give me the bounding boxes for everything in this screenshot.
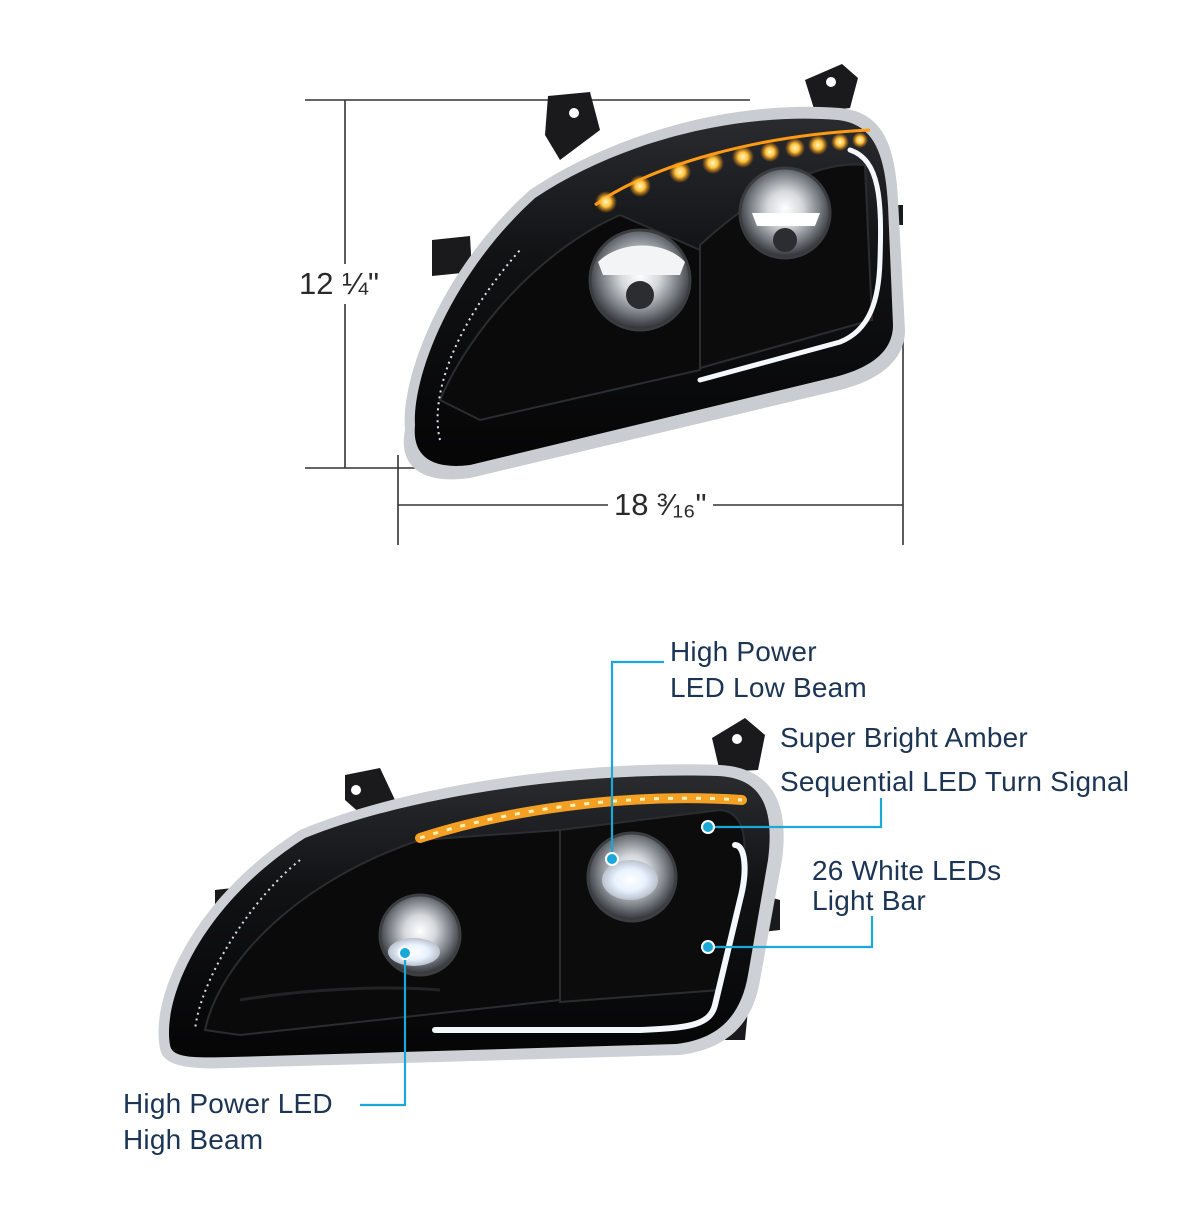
callout-dots [398,820,715,960]
callout-lines [360,660,883,1107]
callout-light-bar: 26 White LEDs Light Bar [812,856,1001,916]
callout-light-bar-line1: 26 White LEDs [812,855,1002,886]
callout-high-beam-line2: High Beam [123,1124,264,1155]
top-amber-leds [595,132,868,213]
callout-high-beam: High Power LED High Beam [123,1086,333,1158]
callout-turn-signal-line2: Sequential LED Turn Signal [780,766,1130,797]
callout-turn-signal-line1: Super Bright Amber [780,722,1028,753]
callout-low-beam-line1: High Power [670,636,817,667]
width-dimension-label: 18 ³⁄₁₆" [608,485,713,525]
callout-low-beam-line2: LED Low Beam [670,672,867,703]
bottom-headlight [158,718,784,1069]
callout-turn-signal: Super Bright Amber Sequential LED Turn S… [780,716,1129,804]
callout-high-beam-line1: High Power LED [123,1088,333,1119]
callout-light-bar-line2: Light Bar [812,885,926,916]
top-headlight [403,64,905,480]
callout-low-beam: High Power LED Low Beam [670,634,867,706]
height-dimension-label: 12 ¼" [293,264,385,304]
